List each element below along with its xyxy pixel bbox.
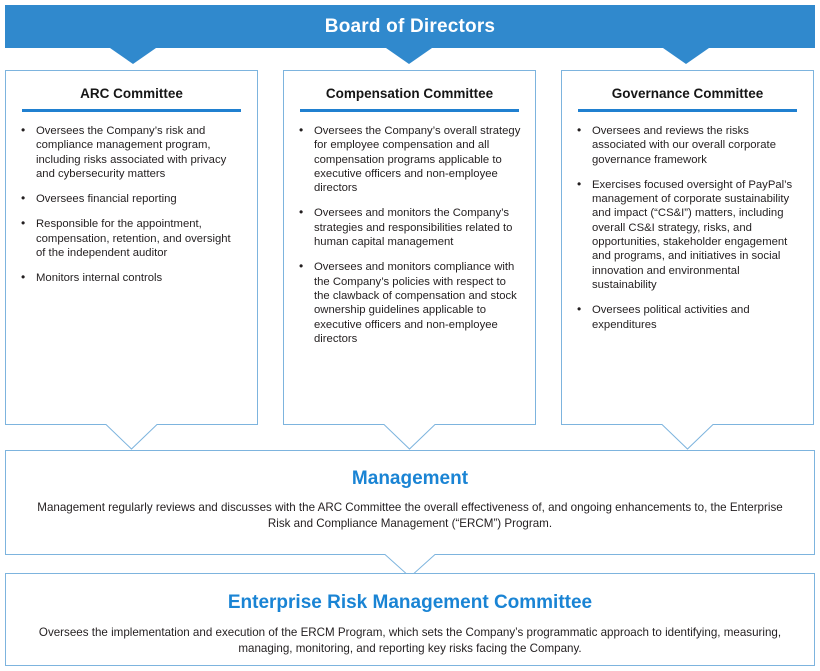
list-item: Oversees and monitors the Company’s stra… xyxy=(298,205,521,249)
committee-bullet-list-governance: Oversees and reviews the risks associate… xyxy=(562,123,813,332)
committee-title-governance: Governance Committee xyxy=(611,86,764,101)
board-of-directors-banner: Board of Directors xyxy=(5,5,815,48)
enterprise-risk-management-committee-card: Enterprise Risk Management Committee Ove… xyxy=(5,573,815,666)
committee-card-arc: ARC Committee Oversees the Company’s ris… xyxy=(5,70,258,425)
erm-committee-description: Oversees the implementation and executio… xyxy=(38,626,782,655)
connector-arrow-to-governance-committee xyxy=(663,48,709,64)
list-item: Oversees and monitors compliance with th… xyxy=(298,259,521,346)
connector-arrow-to-arc-committee xyxy=(110,48,156,64)
list-item: Oversees the Company’s overall strategy … xyxy=(298,123,521,195)
management-card: Management Management regularly reviews … xyxy=(5,450,815,555)
committee-title-compensation: Compensation Committee xyxy=(325,86,494,101)
committee-card-governance: Governance Committee Oversees and review… xyxy=(561,70,814,425)
committee-title-arc: ARC Committee xyxy=(80,86,183,101)
list-item: Oversees and reviews the risks associate… xyxy=(576,123,799,167)
erm-committee-title: Enterprise Risk Management Committee xyxy=(227,592,593,613)
committee-card-compensation: Compensation Committee Oversees the Comp… xyxy=(283,70,536,425)
list-item: Oversees political activities and expend… xyxy=(576,302,799,332)
committee-bullet-list-compensation: Oversees the Company’s overall strategy … xyxy=(284,123,535,346)
board-of-directors-title: Board of Directors xyxy=(324,15,496,37)
list-item: Oversees the Company’s risk and complian… xyxy=(20,123,243,181)
committee-title-rule xyxy=(300,109,519,112)
committee-bullet-list-arc: Oversees the Company’s risk and complian… xyxy=(6,123,257,286)
management-description: Management regularly reviews and discuss… xyxy=(37,501,783,530)
list-item: Monitors internal controls xyxy=(20,270,243,285)
committee-title-rule xyxy=(578,109,797,112)
list-item: Oversees financial reporting xyxy=(20,191,243,206)
list-item: Responsible for the appointment, compens… xyxy=(20,216,243,260)
committee-title-rule xyxy=(22,109,241,112)
management-title: Management xyxy=(351,468,469,489)
list-item: Exercises focused oversight of PayPal’s … xyxy=(576,177,799,292)
connector-arrow-to-compensation-committee xyxy=(386,48,432,64)
